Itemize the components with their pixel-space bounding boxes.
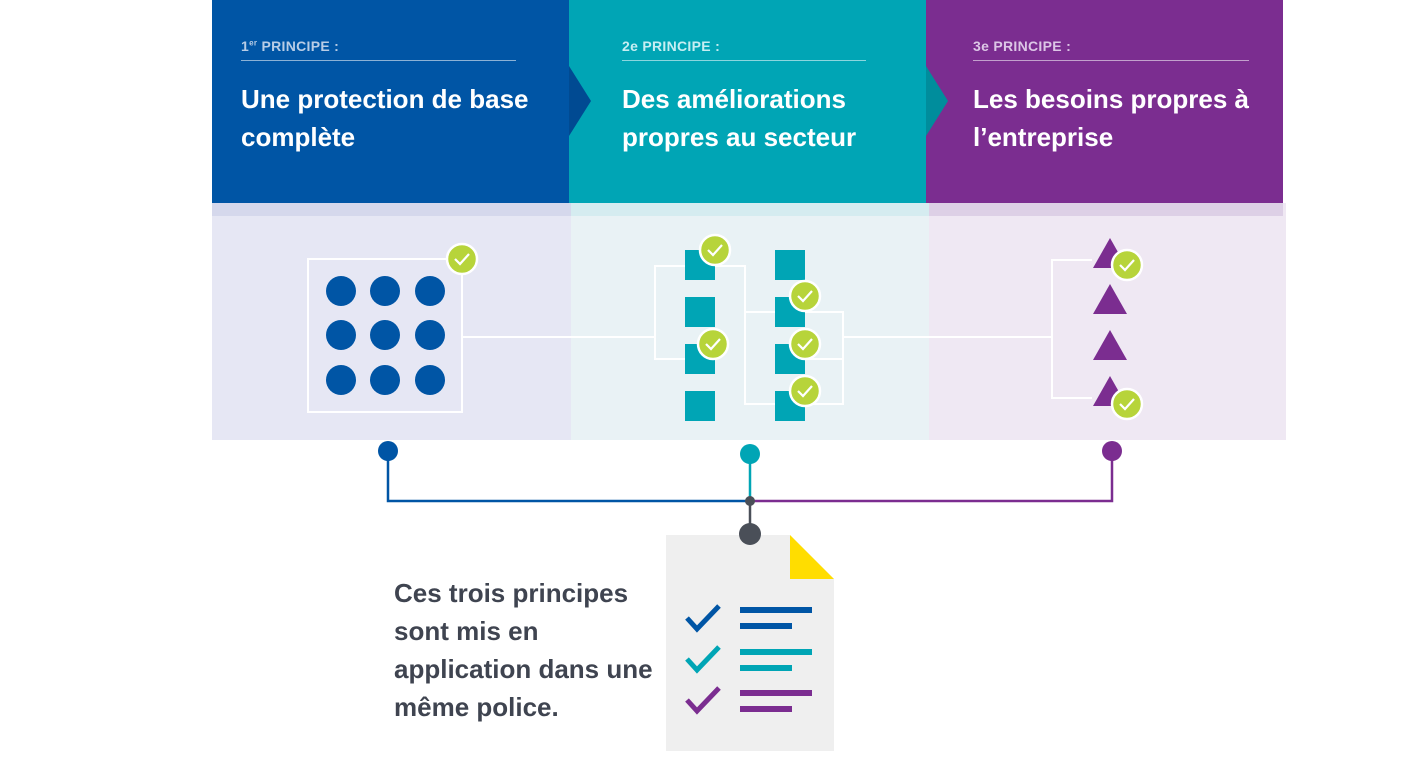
node-document (739, 523, 761, 545)
line-blue (740, 623, 792, 629)
dot-grid (326, 276, 445, 395)
triangle-bracket (1051, 259, 1092, 399)
caption-text: Ces trois principes sont mis en applicat… (394, 578, 653, 722)
grid-dot (370, 276, 400, 306)
grid-dot (415, 276, 445, 306)
grid-dot (415, 320, 445, 350)
principle-1-title: Une protection de base complète (241, 84, 529, 152)
check-badge-icon (698, 233, 732, 267)
check-badge-icon (1110, 248, 1144, 282)
node-junction (745, 496, 755, 506)
check-badge-icon (788, 327, 822, 361)
grid-dot (370, 365, 400, 395)
principle-2-panel (571, 203, 929, 453)
principle-2-title: Des améliorations propres au secteur (622, 84, 857, 152)
arrow-chevron-2 (926, 66, 948, 136)
merge-line-blue (386, 451, 750, 503)
checkmark-teal-icon (685, 645, 721, 674)
principle-1-label: 1er PRINCIPE : (241, 38, 340, 54)
principle-2-rule (622, 60, 866, 61)
line-teal (740, 665, 792, 671)
panel-bottom-gap (0, 440, 1420, 453)
principle-2-label: 2e PRINCIPE : (622, 38, 721, 54)
arrow-chevron-1 (569, 66, 591, 136)
line-blue (740, 607, 812, 613)
check-badges (445, 233, 1144, 421)
grid-dot (415, 365, 445, 395)
panel-1-strip (212, 203, 571, 216)
document-checklist (685, 604, 812, 715)
stack-triangle (1093, 330, 1127, 360)
tree-square (775, 250, 805, 280)
dot-grid-frame (307, 258, 463, 413)
line-purple (740, 690, 812, 696)
node-purple (1102, 441, 1122, 461)
principle-3-rule (973, 60, 1249, 61)
document-corner (790, 535, 834, 579)
tree-square (685, 391, 715, 421)
line-purple (740, 706, 792, 712)
panel-2-strip (571, 203, 929, 216)
principle-3-label: 3e PRINCIPE : (973, 38, 1072, 54)
square-tree-lines (654, 265, 844, 405)
grid-dot (326, 320, 356, 350)
panel-3-strip (929, 203, 1283, 216)
principle-1-header: 1er PRINCIPE : Une protection de base co… (212, 0, 569, 203)
principle-3-header: 3e PRINCIPE : Les besoins propres à l’en… (926, 0, 1283, 203)
principle-2-header: 2e PRINCIPE : Des améliorations propres … (569, 0, 926, 203)
checkmark-blue-icon (685, 604, 721, 633)
grid-dot (370, 320, 400, 350)
check-badge-icon (788, 374, 822, 408)
merge-line-purple (750, 451, 1114, 503)
grid-dot (326, 276, 356, 306)
node-teal (740, 444, 760, 464)
check-badge-icon (1110, 387, 1144, 421)
check-badge-icon (445, 242, 479, 276)
checkmark-purple-icon (685, 686, 721, 715)
check-badge-icon (788, 279, 822, 313)
line-teal (740, 649, 812, 655)
grid-dot (326, 365, 356, 395)
principle-1-rule (241, 60, 516, 61)
tree-square (685, 297, 715, 327)
node-blue (378, 441, 398, 461)
stack-triangle (1093, 284, 1127, 314)
principle-3-title: Les besoins propres à l’entreprise (973, 84, 1249, 152)
check-badge-icon (696, 327, 730, 361)
